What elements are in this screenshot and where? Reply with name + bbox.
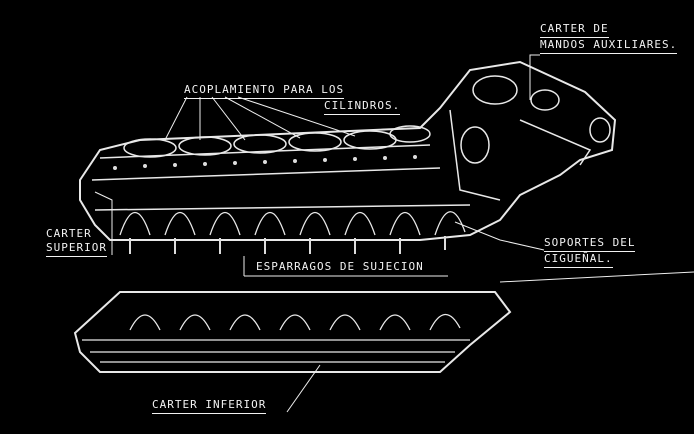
- cylinder-coupling-pads: [123, 125, 431, 158]
- lower-crankcase: [73, 291, 512, 373]
- label-carter-inferior-text: CARTER INFERIOR: [152, 398, 267, 414]
- top-bolts: [113, 155, 417, 170]
- studs: [129, 236, 446, 254]
- label-soportes-ciguenal: SOPORTES DEL CIGUEÑAL.: [544, 236, 636, 268]
- label-esparragos-text: ESPARRAGOS DE SUJECION: [256, 260, 424, 273]
- label-carter-inferior: CARTER INFERIOR: [152, 398, 267, 414]
- label-acoplamiento-line1: ACOPLAMIENTO PARA LOS: [184, 83, 345, 99]
- upper-crankcase: [79, 60, 617, 254]
- label-carter-superior-line2: SUPERIOR: [46, 241, 107, 257]
- label-carter-mandos-line2: MANDOS AUXILIARES.: [540, 38, 678, 54]
- leader-lines: [94, 54, 694, 413]
- label-carter-superior-line1: CARTER: [46, 227, 92, 240]
- label-acoplamiento-line2-wrap: CILINDROS.: [184, 99, 401, 115]
- crankshaft-bearing-arches: [119, 211, 466, 236]
- lower-bearing-webs: [129, 313, 461, 331]
- label-carter-superior: CARTER SUPERIOR: [46, 227, 107, 257]
- label-carter-mandos: CARTER DE MANDOS AUXILIARES.: [540, 22, 678, 54]
- label-acoplamiento: ACOPLAMIENTO PARA LOS CILINDROS.: [184, 83, 401, 115]
- label-esparragos: ESPARRAGOS DE SUJECION: [256, 260, 424, 274]
- auxiliary-drive-housing: [449, 75, 611, 201]
- label-soportes-line1: SOPORTES DEL: [544, 236, 636, 252]
- label-acoplamiento-line2: CILINDROS.: [324, 99, 401, 115]
- label-soportes-line2: CIGUEÑAL.: [544, 252, 613, 268]
- label-carter-mandos-line1: CARTER DE: [540, 22, 609, 38]
